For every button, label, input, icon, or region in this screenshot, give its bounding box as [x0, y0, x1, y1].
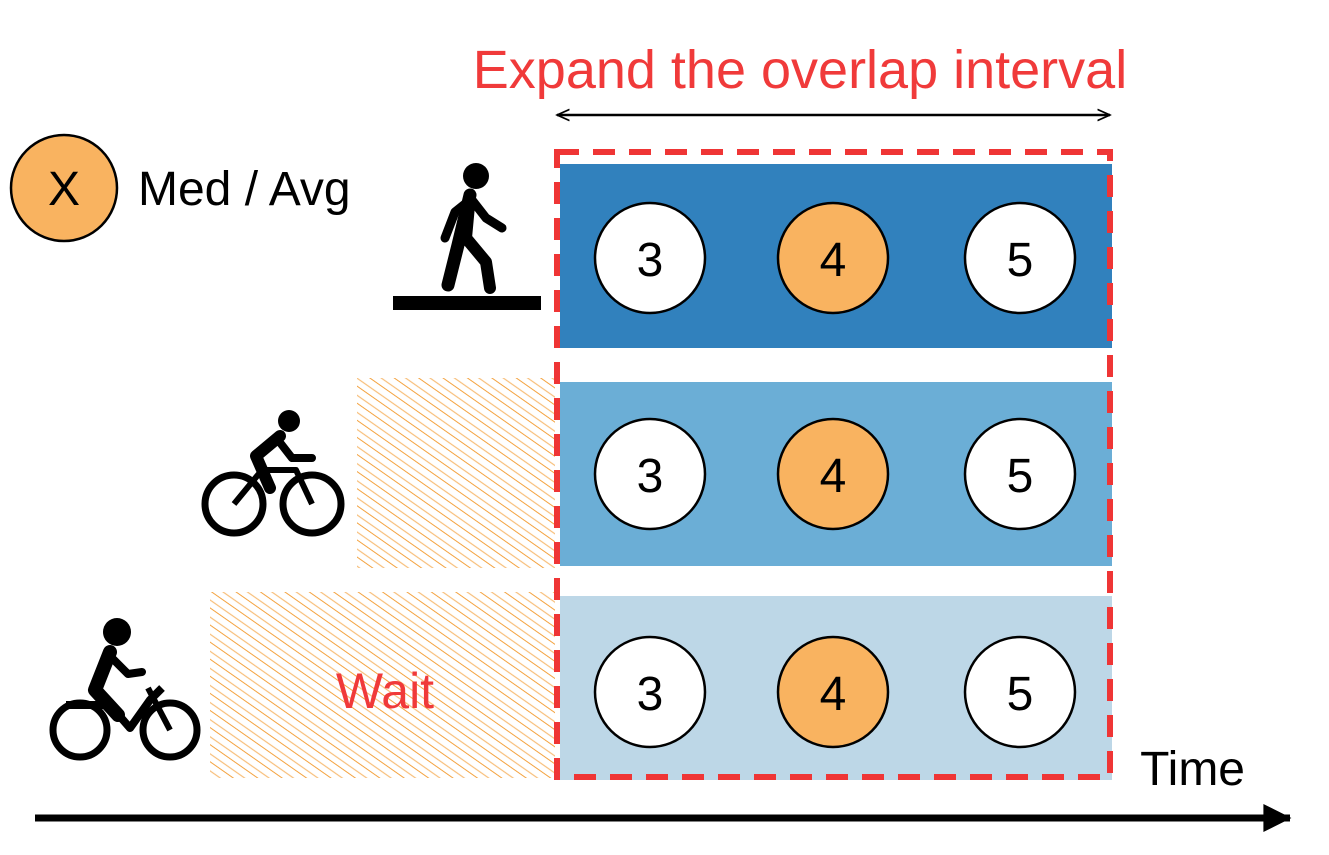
wait-label: Wait — [336, 663, 434, 719]
motorcycle-icon — [49, 618, 201, 761]
legend: X Med / Avg — [9, 133, 351, 243]
frame-circle — [963, 417, 1077, 531]
frame-circle — [963, 635, 1077, 749]
pedestrian-icon — [393, 163, 541, 310]
frame-label: 4 — [820, 450, 847, 503]
frame-circle — [593, 201, 707, 315]
frame-circle — [963, 201, 1077, 315]
row-frames-pedestrian: 3 4 5 — [593, 201, 1077, 315]
frame-circle-highlight — [776, 635, 890, 749]
frame-label: 3 — [637, 668, 664, 721]
overlap-interval-box — [554, 149, 1113, 780]
legend-symbol: X — [48, 163, 80, 216]
row-frames-bicycle: 3 4 5 — [593, 417, 1077, 531]
frame-circle — [593, 417, 707, 531]
legend-circle — [9, 133, 119, 243]
frame-label: 4 — [820, 668, 847, 721]
frame-circle-highlight — [776, 201, 890, 315]
frame-label: 3 — [637, 234, 664, 287]
frame-label: 5 — [1007, 668, 1034, 721]
frame-label: 5 — [1007, 450, 1034, 503]
frame-circle-highlight — [776, 417, 890, 531]
bicycle-icon — [201, 410, 345, 537]
row-frames-motorcycle: 3 4 5 — [593, 635, 1077, 749]
frame-label: 3 — [637, 450, 664, 503]
frame-label: 5 — [1007, 234, 1034, 287]
time-label: Time — [1140, 743, 1245, 796]
wait-hatch-motorcycle — [210, 592, 555, 778]
diagram-title: Expand the overlap interval — [473, 40, 1127, 100]
legend-label: Med / Avg — [138, 163, 351, 216]
wait-hatch-bicycle — [357, 378, 555, 568]
frame-label: 4 — [820, 234, 847, 287]
frame-circle — [593, 635, 707, 749]
